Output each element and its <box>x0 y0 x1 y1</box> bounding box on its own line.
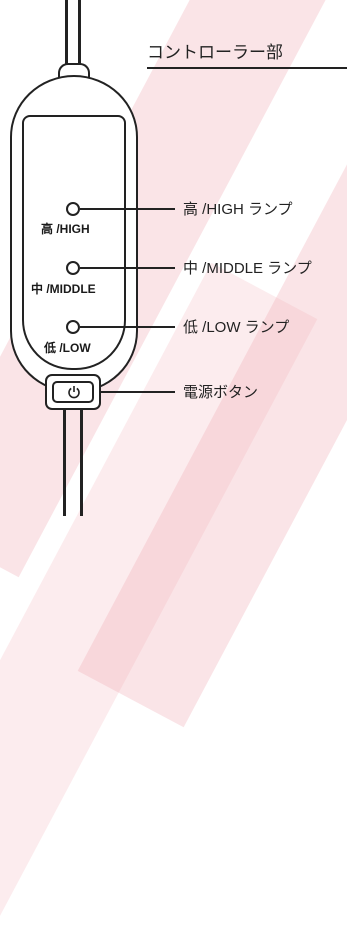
power-button-callout: 電源ボタン <box>183 384 259 401</box>
low-lamp-label: 低 /LOW <box>44 341 91 355</box>
high-leader-line <box>80 208 175 210</box>
section-title: コントローラー部 <box>147 43 283 62</box>
cable-top-left <box>65 0 68 66</box>
cable-bottom-right <box>80 405 83 516</box>
low-lamp-callout: 低 /LOW ランプ <box>183 319 290 336</box>
low-lamp <box>66 320 80 334</box>
cable-top-right <box>78 0 81 66</box>
cable-bottom-left <box>63 405 66 516</box>
power-icon <box>68 386 80 399</box>
power-button-face[interactable] <box>52 381 94 403</box>
middle-lamp <box>66 261 80 275</box>
middle-leader-line <box>80 267 175 269</box>
high-lamp-label: 高 /HIGH <box>41 222 90 236</box>
high-lamp <box>66 202 80 216</box>
power-button[interactable] <box>45 374 101 410</box>
high-lamp-callout: 高 /HIGH ランプ <box>183 201 293 218</box>
middle-lamp-label: 中 /MIDDLE <box>31 282 96 296</box>
low-leader-line <box>80 326 175 328</box>
middle-lamp-callout: 中 /MIDDLE ランプ <box>183 260 312 277</box>
title-underline <box>147 67 347 69</box>
power-leader-line <box>101 391 175 393</box>
